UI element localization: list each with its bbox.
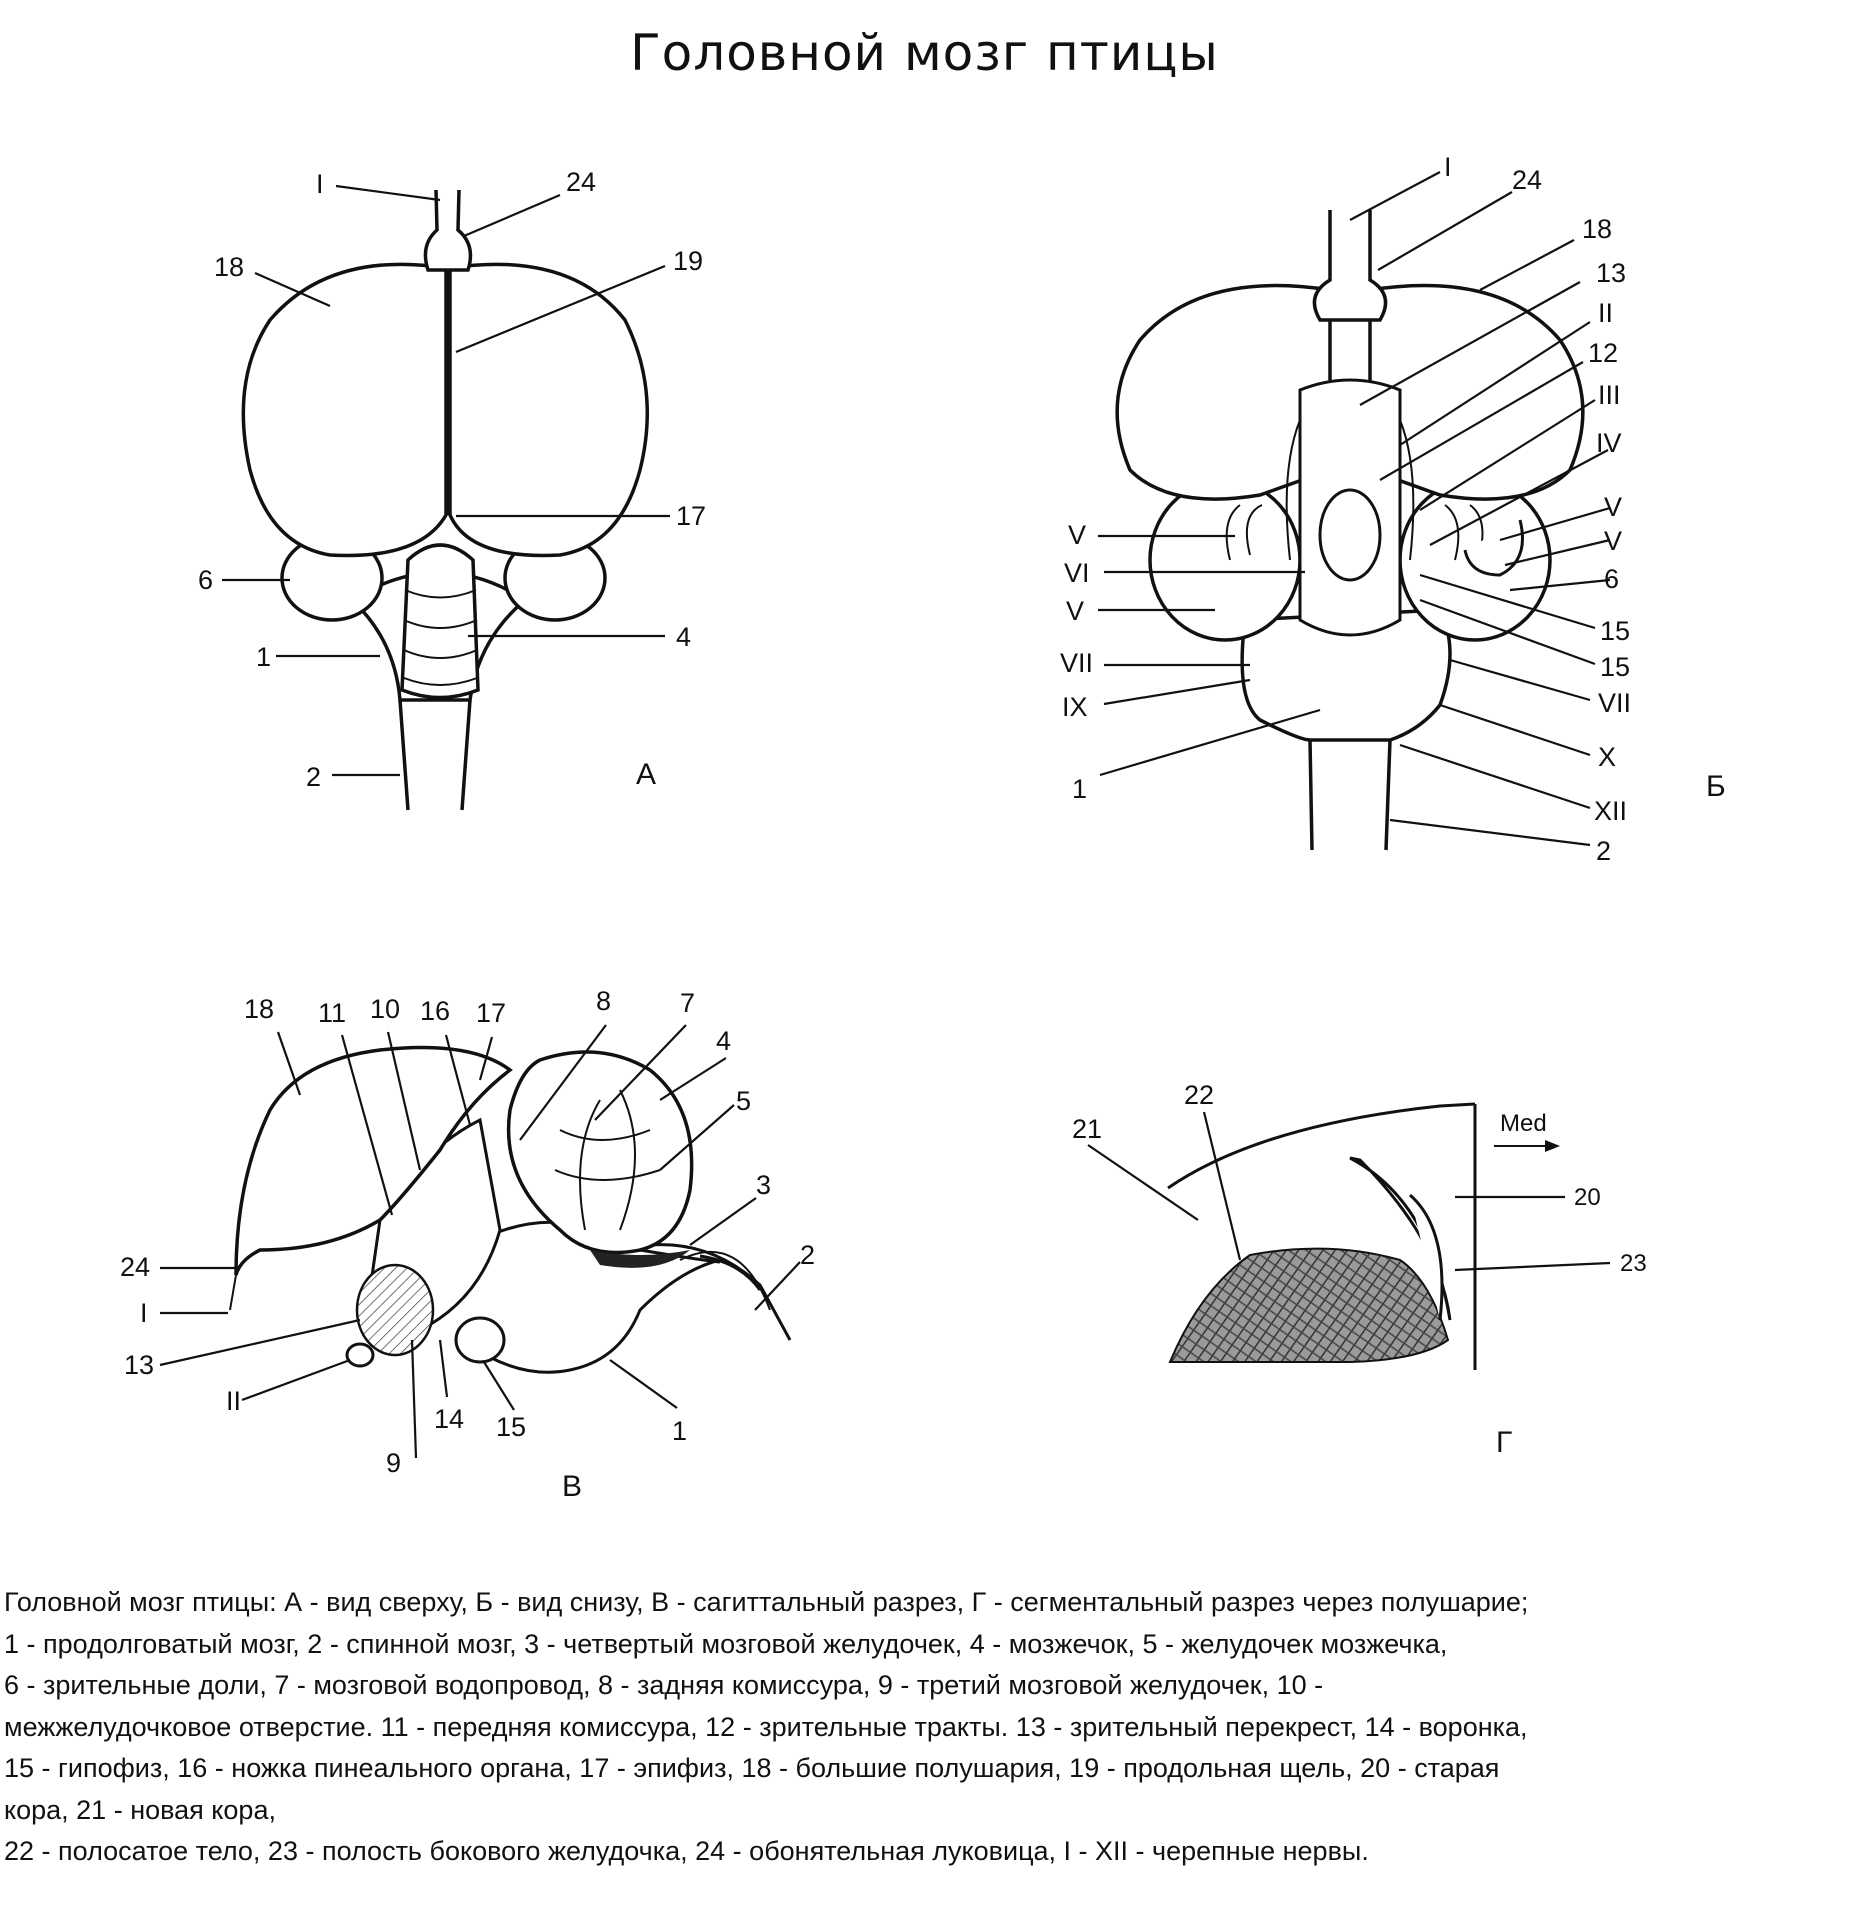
label-a: 2 — [306, 762, 321, 792]
cerebellum-shape-c — [506, 1050, 694, 1255]
medulla-shape-b — [1240, 608, 1452, 742]
striatum-shape — [1168, 1247, 1450, 1364]
spinal-cord-shape — [398, 699, 472, 811]
panel-letter-a: А — [636, 758, 656, 791]
panel-a-dorsal-view: I 24 18 19 17 6 4 1 2 А — [198, 167, 706, 811]
label-c: 10 — [370, 994, 400, 1024]
hemisphere-left-shape — [241, 262, 448, 558]
label-b: 18 — [1582, 214, 1612, 244]
label-b: XII — [1594, 796, 1627, 826]
label-a: 18 — [214, 252, 244, 282]
caption-line: 6 - зрительные доли, 7 - мозговой водопр… — [4, 1670, 1324, 1700]
hemisphere-right-shape-b — [1368, 283, 1585, 501]
label-b: 13 — [1596, 258, 1626, 288]
hemisphere-left-shape-b — [1115, 283, 1332, 501]
label-c: 14 — [434, 1404, 464, 1434]
label-c: 17 — [476, 998, 506, 1028]
bird-brain-figure: I 24 18 19 17 6 4 1 2 А — [120, 152, 1726, 1503]
label-b: V — [1604, 526, 1622, 556]
label-c: 13 — [124, 1350, 154, 1380]
caption-line: кора, 21 - новая кора, — [4, 1794, 276, 1825]
label-c: 24 — [120, 1252, 150, 1282]
label-c: 15 — [496, 1412, 526, 1442]
caption-line: 15 - гипофиз, 16 - ножка пинеального орг… — [4, 1753, 1500, 1783]
label-b: V — [1604, 492, 1622, 522]
olfactory-bulb-shape-b — [1312, 210, 1388, 322]
label-c: 4 — [716, 1026, 731, 1056]
label-b: VII — [1598, 688, 1631, 718]
label-c: 8 — [596, 986, 611, 1016]
optic-lobe-left-shape-b — [1148, 478, 1302, 642]
label-b: V — [1066, 596, 1084, 626]
panel-letter-c: В — [562, 1470, 582, 1503]
pituitary-shape — [454, 1316, 506, 1364]
label-b: 15 — [1600, 652, 1630, 682]
label-c: 16 — [420, 996, 450, 1026]
caption-line: 22 - полосатое тело, 23 - полость боково… — [4, 1836, 1369, 1866]
label-a: 24 — [566, 167, 596, 197]
label-c: 1 — [672, 1416, 687, 1446]
label-b: V — [1068, 520, 1086, 550]
panel-d-segment-section: 22 21 Med 20 23 Г — [1072, 1080, 1647, 1459]
caption-line: межжелудочковое отверстие. 11 - передняя… — [4, 1711, 1528, 1742]
label-b: VI — [1064, 558, 1090, 588]
label-c: 2 — [800, 1240, 815, 1270]
label-b: IX — [1062, 692, 1088, 722]
label-b: X — [1598, 742, 1616, 772]
label-a: I — [316, 169, 324, 199]
label-a: 19 — [673, 246, 703, 276]
label-b: I — [1444, 152, 1452, 182]
label-c: 9 — [386, 1448, 401, 1478]
label-a: 17 — [676, 501, 706, 531]
label-b: 24 — [1512, 165, 1542, 195]
label-d: 22 — [1184, 1080, 1214, 1110]
label-a: 4 — [676, 622, 691, 652]
panel-c-sagittal-section: 18 11 10 16 17 8 7 4 5 3 2 24 I 13 II 14… — [120, 986, 815, 1503]
label-c: 5 — [736, 1086, 751, 1116]
panel-b-ventral-view: I 24 18 13 II 12 III IV V V V VI V 6 15 … — [1060, 152, 1726, 866]
hemisphere-shape-c — [234, 1045, 513, 1276]
label-c: 7 — [680, 988, 695, 1018]
caption-line: 1 - продолговатый мозг, 2 - спинной мозг… — [4, 1628, 1448, 1659]
label-b: 15 — [1600, 616, 1630, 646]
label-c: I — [140, 1298, 148, 1328]
panel-letter-b: Б — [1706, 770, 1726, 803]
label-d: Med — [1500, 1110, 1547, 1137]
label-c: 18 — [244, 994, 274, 1024]
label-b: IV — [1596, 428, 1622, 458]
panel-letter-d: Г — [1496, 1426, 1512, 1459]
label-b: 6 — [1604, 564, 1619, 594]
label-d: 21 — [1072, 1114, 1102, 1144]
olfactory-bulb-shape — [423, 189, 473, 272]
label-b: 1 — [1072, 774, 1087, 804]
caption-line: Головной мозг птицы: А - вид сверху, Б -… — [4, 1587, 1529, 1617]
label-d: 23 — [1620, 1250, 1647, 1277]
hemisphere-right-shape — [448, 262, 649, 558]
spinal-cord-shape-b — [1308, 739, 1392, 851]
label-b: 2 — [1596, 836, 1611, 866]
label-a: 1 — [256, 642, 271, 672]
label-c: 3 — [756, 1170, 771, 1200]
label-b: VII — [1060, 648, 1093, 678]
label-c: 11 — [318, 998, 346, 1028]
label-b: 12 — [1588, 338, 1618, 368]
label-c: II — [226, 1386, 241, 1416]
label-d: 20 — [1574, 1184, 1601, 1211]
label-b: II — [1598, 298, 1613, 328]
cerebellum-shape — [400, 543, 480, 700]
figure-caption: Головной мозг птицы: А - вид сверху, Б -… — [4, 1582, 1844, 1873]
page-title: Головной мозг птицы — [630, 24, 1219, 82]
label-a: 6 — [198, 565, 213, 595]
label-b: III — [1598, 380, 1621, 410]
